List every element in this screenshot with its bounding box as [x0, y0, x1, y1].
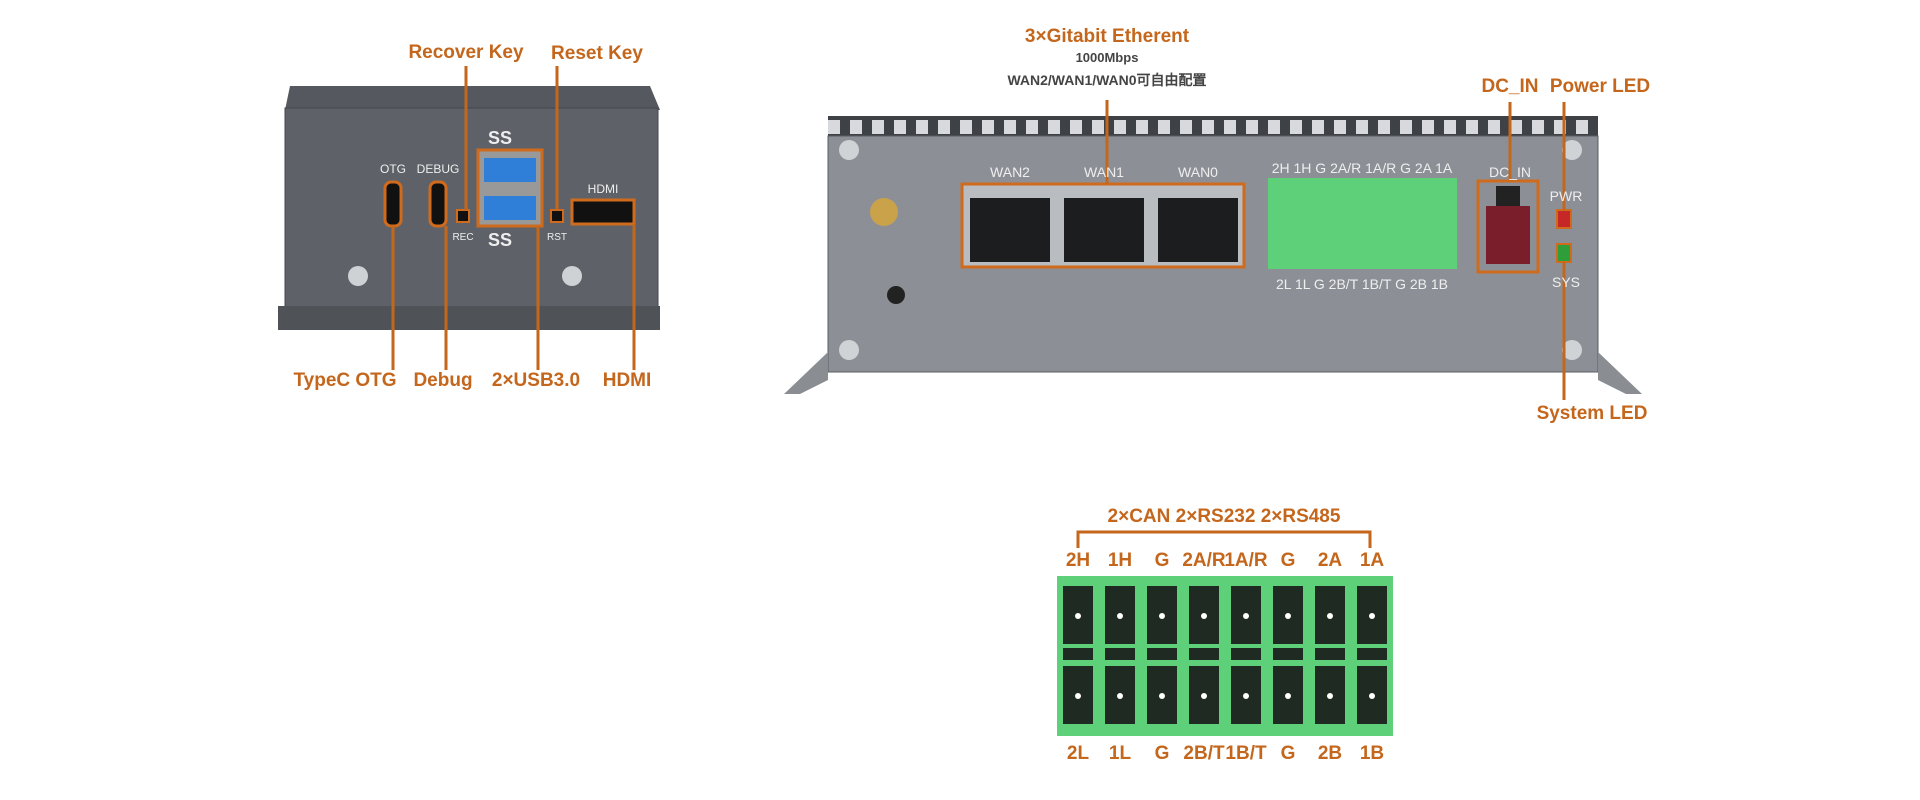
recover-key [456, 209, 470, 223]
terminal-pin-label-top: G [1154, 550, 1170, 571]
silk-terminal-bottom: 2L 1L G 2B/T 1B/T G 2B 1B [1276, 276, 1448, 292]
screw-icon [562, 266, 582, 286]
terminal-slot [1063, 648, 1093, 660]
terminal-screw-hole [1285, 613, 1291, 619]
terminal-pin-label-top: 2A [1317, 550, 1343, 571]
terminal-slot [1105, 648, 1135, 660]
terminal-screw-hole [1243, 613, 1249, 619]
silk-sys: SYS [1551, 274, 1581, 290]
terminal-screw-hole [1075, 693, 1081, 699]
terminal-screw-hole [1117, 693, 1123, 699]
front-panel-device [278, 66, 660, 370]
system-led [1556, 243, 1572, 263]
terminal-detail [1057, 576, 1393, 736]
terminal-screw-hole [1117, 613, 1123, 619]
terminal-slot [1231, 648, 1261, 660]
usb-label: 2×USB3.0 [491, 370, 581, 391]
ethernet-note: WAN2/WAN1/WAN0可自由配置 [1007, 72, 1207, 88]
terminal-pin-label-bottom: G [1154, 743, 1170, 764]
power-led [1556, 209, 1572, 229]
typec-debug-port [428, 180, 448, 228]
silk-wan0: WAN0 [1178, 164, 1218, 180]
reset-key-label: Reset Key [551, 43, 643, 64]
terminal-pin-label-bottom: 1L [1108, 743, 1132, 764]
terminal-pin-label-top: 1A/R [1224, 550, 1268, 571]
hdmi-label: HDMI [602, 370, 652, 391]
system-led-label: System LED [1536, 403, 1648, 424]
terminal-pin-label-bottom: 2B/T [1183, 743, 1225, 764]
silk-wan2: WAN2 [990, 164, 1030, 180]
terminal-slot [1273, 648, 1303, 660]
dc-in-label: DC_IN [1481, 76, 1539, 97]
reset-key [550, 209, 564, 223]
terminal-title: 2×CAN 2×RS232 2×RS485 [1107, 506, 1341, 527]
terminal-screw-hole [1327, 693, 1333, 699]
usb-ss-logo: SS [487, 230, 513, 250]
terminal-screw-hole [1159, 613, 1165, 619]
ethernet-speed: 1000Mbps [1075, 50, 1139, 65]
terminal-block [1268, 178, 1457, 269]
silk-hdmi: HDMI [587, 182, 619, 196]
terminal-screw-hole [1201, 613, 1207, 619]
debug-label: Debug [413, 370, 473, 391]
rear-panel-device [784, 100, 1642, 548]
usb-ss-logo: SS [487, 128, 513, 148]
terminal-pin-label-top: G [1280, 550, 1296, 571]
terminal-pin-label-bottom: 1B [1359, 743, 1385, 764]
ethernet-title: 3×Gitabit Etherent [1024, 26, 1190, 47]
terminal-screw-hole [1075, 613, 1081, 619]
terminal-slot [1357, 648, 1387, 660]
silk-debug: DEBUG [416, 162, 460, 176]
silk-wan1: WAN1 [1084, 164, 1124, 180]
silk-pwr: PWR [1549, 188, 1583, 204]
antenna-connector [870, 198, 898, 226]
hdmi-port [570, 198, 636, 226]
terminal-screw-hole [1201, 693, 1207, 699]
terminal-pin-label-top: 2A/R [1182, 550, 1226, 571]
terminal-screw-hole [1159, 693, 1165, 699]
terminal-slot [1315, 648, 1345, 660]
terminal-screw-hole [1369, 693, 1375, 699]
terminal-pin-label-bottom: 2B [1317, 743, 1343, 764]
terminal-screw-hole [1285, 693, 1291, 699]
typec-otg-label: TypeC OTG [293, 370, 397, 391]
terminal-pin-label-top: 2H [1065, 550, 1091, 571]
power-led-label: Power LED [1549, 76, 1651, 97]
silk-rst: RST [547, 232, 567, 243]
terminal-slot [1189, 648, 1219, 660]
terminal-pin-label-bottom: 2L [1066, 743, 1090, 764]
audio-jack [887, 286, 905, 304]
screw-icon [348, 266, 368, 286]
terminal-pin-label-bottom: G [1280, 743, 1296, 764]
silk-otg: OTG [380, 162, 406, 176]
silk-dc-in: DC_IN [1488, 164, 1532, 180]
dc-in-connector [1486, 206, 1530, 264]
terminal-pin-label-bottom: 1B/T [1225, 743, 1267, 764]
terminal-pin-label-top: 1A [1359, 550, 1385, 571]
terminal-screw-hole [1327, 613, 1333, 619]
typec-otg-port [383, 180, 403, 228]
recover-key-label: Recover Key [408, 42, 524, 63]
terminal-screw-hole [1243, 693, 1249, 699]
terminal-slot [1147, 648, 1177, 660]
silk-rec: REC [452, 232, 474, 243]
terminal-screw-hole [1369, 613, 1375, 619]
terminal-pin-label-top: 1H [1107, 550, 1133, 571]
silk-terminal-top: 2H 1H G 2A/R 1A/R G 2A 1A [1271, 160, 1453, 176]
